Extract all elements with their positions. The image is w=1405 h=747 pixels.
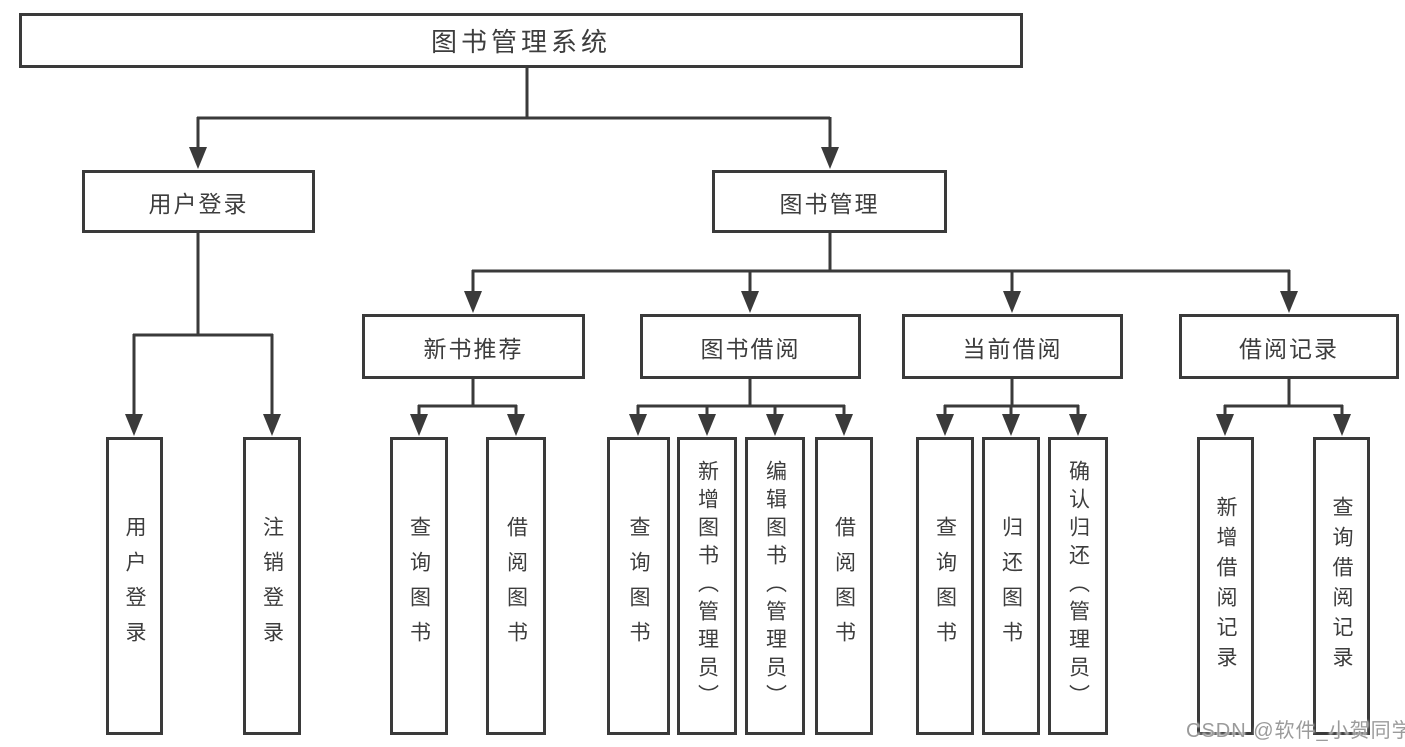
leaf-query-books-current: 查询图书 bbox=[916, 437, 974, 735]
leaf-return-books: 归还图书 bbox=[982, 437, 1040, 735]
leaf-borrow-books-recommend: 借阅图书 bbox=[486, 437, 546, 735]
connector-shafts bbox=[132, 68, 1344, 416]
node-new-book-recommend: 新书推荐 bbox=[362, 314, 585, 379]
leaf-query-borrow-record: 查询借阅记录 bbox=[1313, 437, 1370, 735]
node-user-login: 用户登录 bbox=[82, 170, 315, 233]
leaf-user-login: 用户登录 bbox=[106, 437, 163, 735]
node-library-system: 图书管理系统 bbox=[19, 13, 1023, 68]
leaf-logout: 注销登录 bbox=[243, 437, 301, 735]
leaf-confirm-return-admin: 确认归还（管理员） bbox=[1048, 437, 1108, 735]
watermark: CSDN @软件_小贺同学 bbox=[1186, 720, 1405, 742]
leaf-add-books-admin: 新增图书（管理员） bbox=[677, 437, 737, 735]
leaf-edit-books-admin: 编辑图书（管理员） bbox=[745, 437, 805, 735]
node-borrowing-records: 借阅记录 bbox=[1179, 314, 1399, 379]
leaf-query-books-recommend: 查询图书 bbox=[390, 437, 448, 735]
node-book-management: 图书管理 bbox=[712, 170, 947, 233]
leaf-query-books-borrowing: 查询图书 bbox=[607, 437, 670, 735]
leaf-borrow-books-borrowing: 借阅图书 bbox=[815, 437, 873, 735]
connector-arrowheads bbox=[125, 147, 1351, 436]
node-book-borrowing: 图书借阅 bbox=[640, 314, 861, 379]
leaf-add-borrow-record: 新增借阅记录 bbox=[1197, 437, 1254, 735]
node-current-borrowing: 当前借阅 bbox=[902, 314, 1123, 379]
